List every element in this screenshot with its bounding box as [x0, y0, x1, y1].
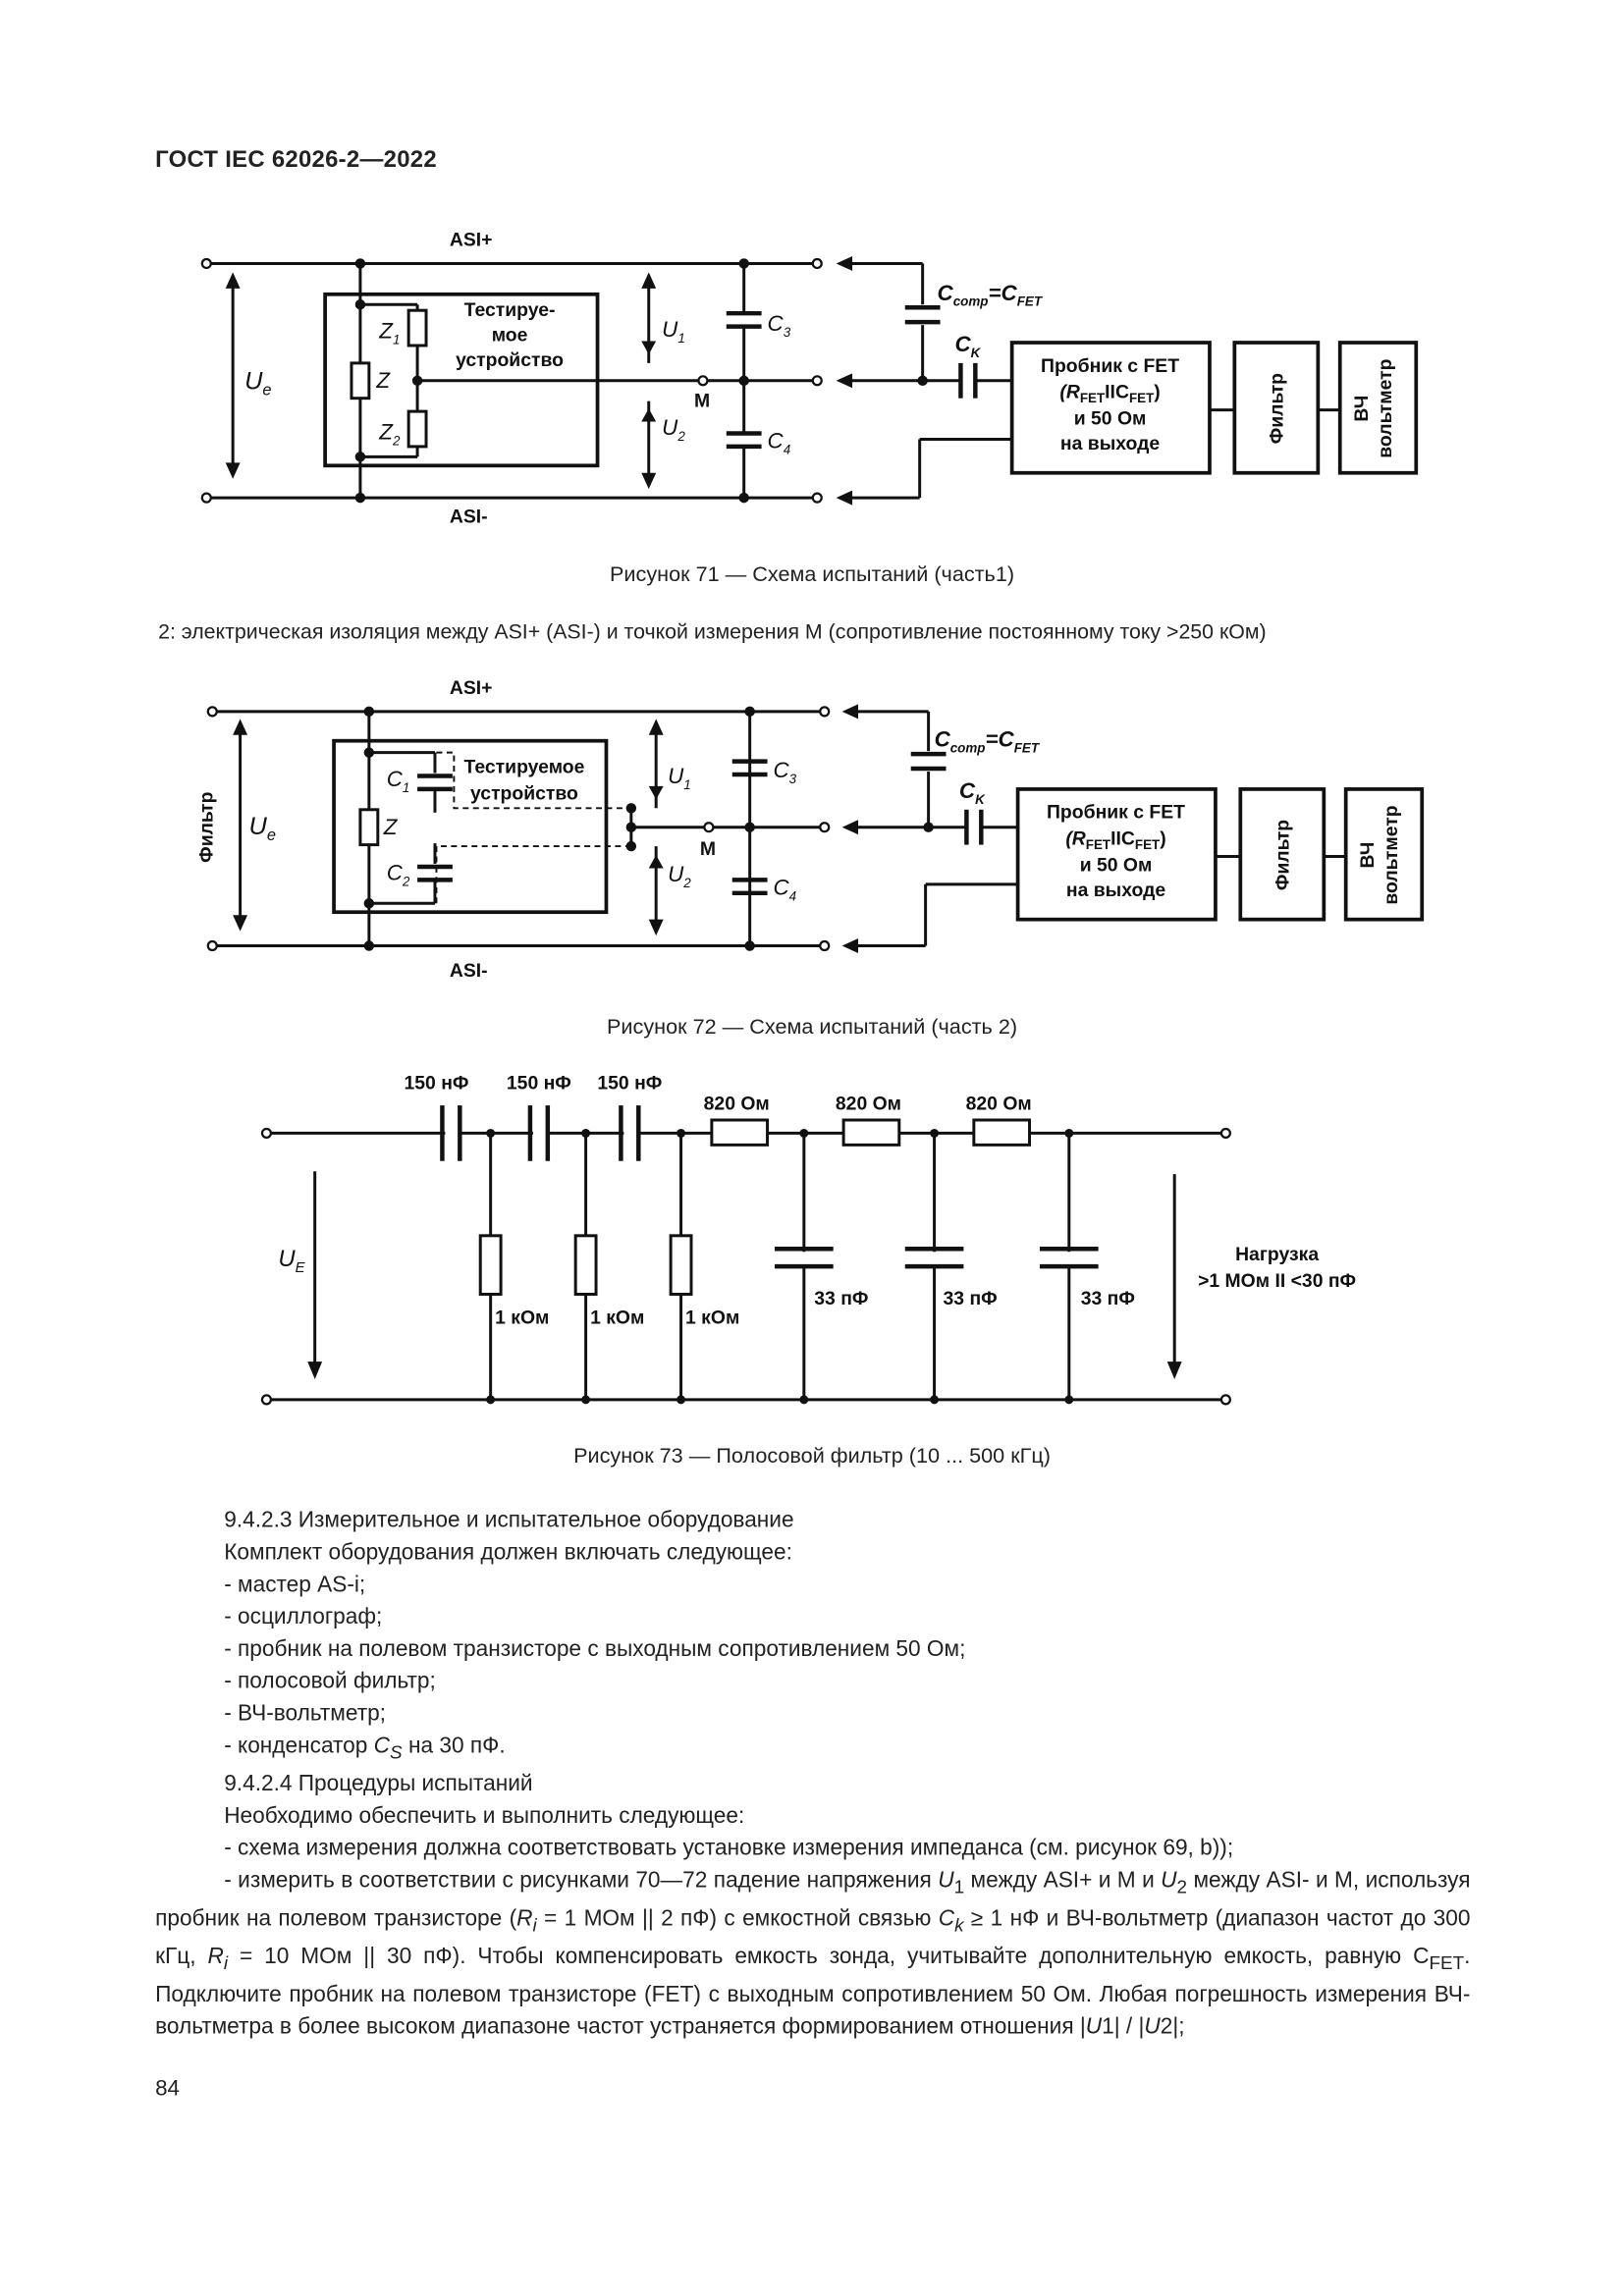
probe-line3: и 50 Ом	[1074, 408, 1147, 430]
z-label: Z	[375, 368, 391, 393]
asi-minus-label: ASI-	[450, 506, 488, 527]
z-label: Z	[383, 815, 399, 839]
filter-box-label: Фильтр	[1267, 373, 1288, 444]
c2-label: C2	[387, 860, 410, 888]
dut-label-line3: устройство	[456, 349, 564, 371]
series-cap-1-label: 150 нФ	[404, 1073, 468, 1095]
procedure-paragraph: - измерить в соответствии с рисунками 70…	[155, 1868, 1471, 2040]
shunt-res-1-label: 1 кОм	[495, 1307, 549, 1328]
ck-label: CK	[959, 778, 986, 807]
ue-label: Ue	[249, 813, 276, 844]
list-item: - конденсатор CS на 30 пФ.	[224, 1733, 506, 1763]
figure-71-caption: Рисунок 71 — Схема испытаний (часть1)	[610, 563, 1015, 588]
probe-line3: и 50 Ом	[1080, 854, 1153, 876]
ck-label: CK	[954, 332, 981, 360]
list-item: - мастер AS-i;	[224, 1572, 366, 1598]
m-point-label: M	[694, 391, 710, 412]
section-title-9-4-2-3: 9.4.2.3 Измерительное и испытательное об…	[224, 1508, 794, 1533]
shunt-cap-2-label: 33 пФ	[944, 1288, 998, 1309]
figure-73-caption: Рисунок 73 — Полосовой фильтр (10 ... 50…	[573, 1445, 1051, 1468]
ccomp-label: Ccomp=CFET	[935, 727, 1041, 756]
probe-line4: на выходе	[1066, 880, 1165, 901]
dut-label-line2: мое	[492, 325, 528, 347]
m-point-label: M	[700, 838, 716, 860]
asi-plus-label: ASI+	[450, 230, 493, 251]
page-number: 84	[155, 2075, 180, 2102]
shunt-cap-3-label: 33 пФ	[1081, 1288, 1135, 1309]
c1-label: C1	[387, 767, 410, 795]
series-res-1-label: 820 Ом	[704, 1094, 770, 1115]
series-cap-3-label: 150 нФ	[597, 1073, 662, 1095]
procedures-intro: Необходимо обеспечить и выполнить следую…	[224, 1803, 745, 1829]
filter-box-label: Фильтр	[1272, 820, 1294, 890]
figure-72-caption: Рисунок 72 — Схема испытаний (часть 2)	[606, 1016, 1018, 1040]
section-title-9-4-2-4: 9.4.2.4 Процедуры испытаний	[224, 1771, 533, 1797]
probe-line1: Пробник с FET	[1047, 802, 1185, 824]
shunt-res-3-label: 1 кОм	[685, 1307, 739, 1328]
series-res-2-label: 820 Ом	[836, 1094, 901, 1115]
asi-minus-label: ASI-	[450, 960, 488, 982]
shunt-cap-1-label: 33 пФ	[814, 1288, 868, 1309]
figure-note: 2: электрическая изоляция между ASI+ (AS…	[158, 620, 1267, 645]
ue-label: Ue	[244, 368, 271, 400]
ccomp-label: Ccomp=CFET	[938, 281, 1044, 309]
document-header: ГОСТ IEC 62026-2—2022	[155, 147, 437, 173]
asi-plus-label: ASI+	[450, 677, 493, 699]
list-item: - схема измерения должна соответствовать…	[224, 1836, 1234, 1861]
figure-72-schematic: ASI+ ASI- Тестируемое устройство M Фильт…	[195, 677, 1425, 982]
list-item: - осциллограф;	[224, 1604, 383, 1630]
z1-label: Z1	[378, 319, 400, 347]
load-label-line1: Нагрузка	[1235, 1244, 1319, 1265]
c4-label: C4	[774, 875, 797, 903]
c3-label: C3	[774, 758, 797, 786]
u2-label: U2	[668, 862, 691, 890]
hf-voltmeter-line1: ВЧ	[1351, 396, 1373, 422]
probe-line2: (RFETIICFET)	[1065, 828, 1165, 852]
u1-label: U1	[668, 764, 691, 792]
load-label-line2: >1 МОм II <30 пФ	[1198, 1270, 1356, 1292]
probe-line1: Пробник с FET	[1041, 355, 1179, 377]
z2-label: Z2	[378, 419, 401, 448]
figure-73-schematic: 150 нФ 150 нФ 150 нФ 820 Ом 820 Ом 820 О…	[260, 1073, 1356, 1406]
dut-label-line1: Тестируемое	[464, 757, 585, 778]
ue-label: UE	[278, 1246, 305, 1276]
list-item: - полосовой фильтр;	[224, 1669, 436, 1694]
left-filter-label: Фильтр	[195, 791, 217, 862]
equipment-intro: Комплект оборудования должен включать сл…	[224, 1540, 792, 1566]
dut-label-line1: Тестируе-	[464, 299, 556, 321]
series-cap-2-label: 150 нФ	[507, 1073, 571, 1095]
body-text: 9.4.2.3 Измерительное и испытательное об…	[155, 1505, 1470, 2044]
figure-71-schematic: ASI+ ASI- Тестируе- мое устройство M Z1 …	[200, 230, 1419, 527]
shunt-res-2-label: 1 кОм	[590, 1307, 644, 1328]
c4-label: C4	[768, 428, 791, 456]
u2-label: U2	[662, 415, 685, 444]
list-item: - ВЧ-вольтметр;	[224, 1701, 386, 1727]
dut-label-line2: устройство	[470, 782, 578, 804]
hf-voltmeter-line1: ВЧ	[1357, 842, 1379, 869]
hf-voltmeter-line2: вольтметр	[1380, 805, 1402, 904]
u1-label: U1	[662, 317, 685, 346]
series-res-3-label: 820 Ом	[966, 1094, 1032, 1115]
hf-voltmeter-line2: вольтметр	[1375, 358, 1396, 457]
probe-line2: (RFETIICFET)	[1059, 382, 1160, 405]
c3-label: C3	[768, 311, 791, 340]
probe-line4: на выходе	[1060, 433, 1160, 454]
list-item: - пробник на полевом транзисторе с выход…	[224, 1636, 966, 1662]
